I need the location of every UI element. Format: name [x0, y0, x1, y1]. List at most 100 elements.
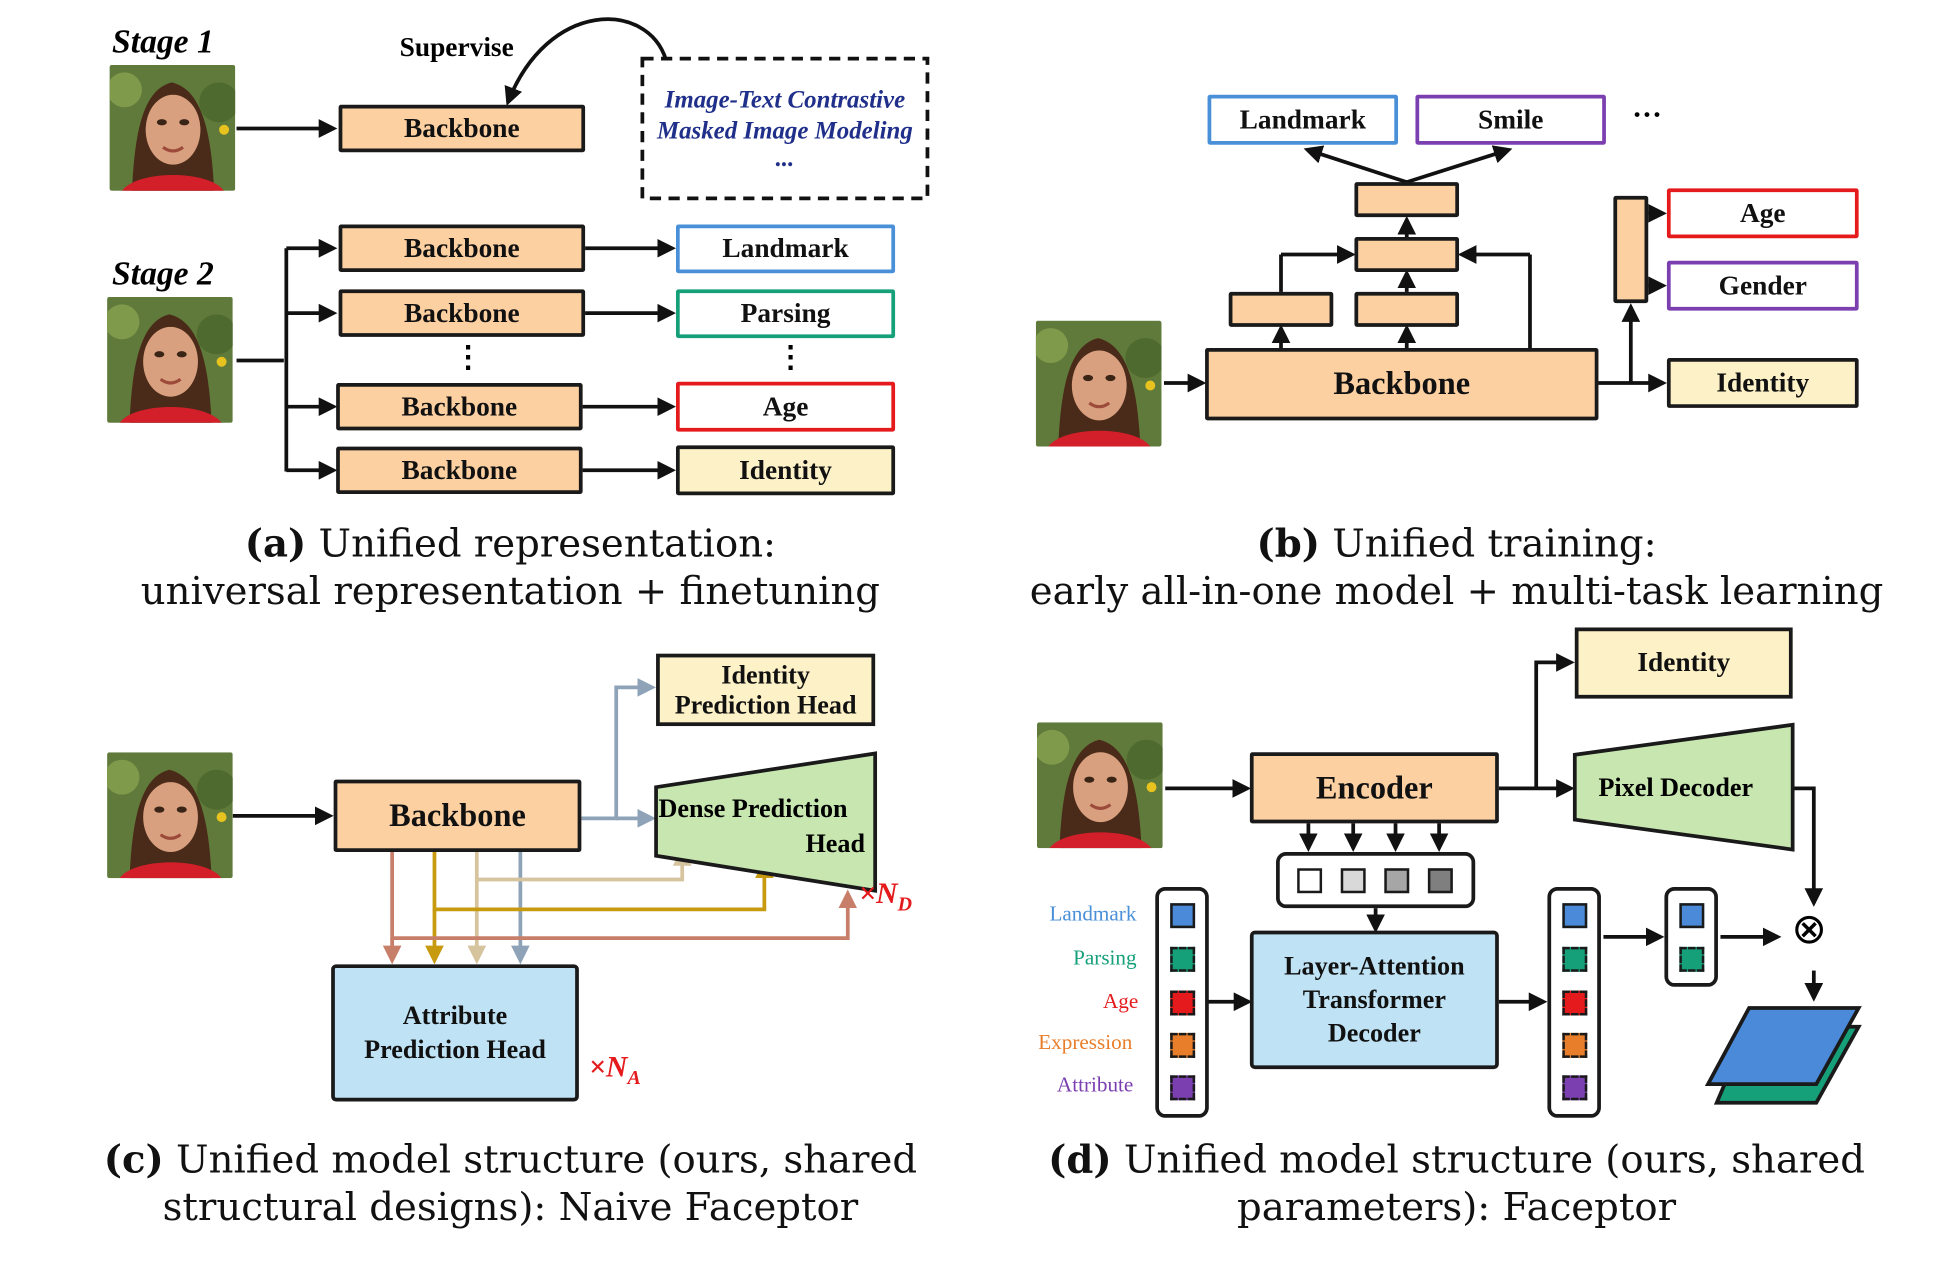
decoder-line2: Transformer — [1302, 984, 1446, 1015]
neck-layer-left — [1228, 291, 1334, 327]
pixel-decoder-label: Pixel Decoder — [1598, 772, 1754, 803]
layer-feature-4 — [1427, 868, 1453, 894]
neck-layer-right — [1354, 291, 1460, 327]
query-token-attribute — [1170, 1075, 1196, 1101]
encoder-box: Encoder — [1249, 752, 1499, 824]
more-tasks-ellipsis: ··· — [1632, 99, 1662, 133]
identity-prediction-head: Identity Prediction Head — [656, 653, 876, 727]
caption-a-line1: Unified representation: — [318, 521, 777, 567]
caption-b: (b) Unified training: early all-in-one m… — [983, 521, 1929, 615]
backbone-age: Backbone — [336, 382, 583, 431]
attribute-head-repeat-label: ×NA — [589, 1052, 641, 1090]
task-parsing-a: Parsing — [675, 289, 896, 339]
output-map-stack — [1704, 1006, 1862, 1105]
dense-token-parsing — [1679, 946, 1705, 972]
identity-output-d: Identity — [1574, 627, 1793, 699]
task-smile-b: Smile — [1415, 94, 1606, 145]
query-label-landmark: Landmark — [1049, 901, 1137, 926]
panel-b-arrows — [1163, 145, 1667, 393]
caption-a: (a) Unified representation: universal re… — [50, 521, 971, 615]
pretrain-dashed-box — [640, 56, 930, 201]
neck-layer-mid — [1354, 237, 1460, 272]
task-landmark-a: Landmark — [675, 224, 896, 274]
dense-query-column — [1664, 886, 1718, 987]
task-gender-b: Gender — [1666, 260, 1859, 311]
task-identity-b: Identity — [1666, 358, 1859, 408]
query-label-attribute: Attribute — [1056, 1072, 1134, 1097]
query-token-age — [1170, 990, 1196, 1016]
face-image-panel-c — [107, 752, 233, 879]
na-sub: A — [627, 1067, 641, 1089]
task-identity-a: Identity — [675, 445, 896, 496]
face-image-stage1 — [109, 64, 236, 191]
caption-c: (c) Unified model structure (ours, share… — [50, 1138, 971, 1232]
attribute-prediction-head: Attribute Prediction Head — [331, 964, 579, 1102]
face-image-stage2 — [107, 296, 233, 423]
layer-feature-1 — [1297, 868, 1323, 894]
matrix-multiply-icon: ⊗ — [1791, 904, 1827, 955]
nd-sub: D — [897, 894, 912, 916]
decoder-line1: Layer-Attention — [1284, 950, 1465, 980]
layer-feature-3 — [1384, 868, 1410, 894]
backbone-landmark: Backbone — [338, 224, 586, 272]
caption-c-line2: structural designs): Naive Faceptor — [162, 1184, 859, 1230]
query-token-parsing — [1170, 946, 1196, 972]
dense-token-landmark — [1679, 903, 1705, 929]
panel-a-arrows — [236, 17, 676, 480]
output-token-parsing — [1562, 946, 1588, 972]
supervise-label: Supervise — [399, 31, 514, 63]
face-image-panel-d — [1037, 722, 1163, 849]
stage2-label: Stage 2 — [112, 254, 214, 292]
output-token-expression — [1562, 1032, 1588, 1058]
backbone-stage1: Backbone — [338, 104, 586, 153]
stage1-label: Stage 1 — [112, 22, 214, 60]
multi-layer-features — [1276, 852, 1476, 909]
pretrain-task-itc: Image-Text Contrastive — [664, 86, 906, 114]
decoder-line3: Decoder — [1327, 1018, 1421, 1049]
output-token-landmark — [1562, 903, 1588, 929]
layer-attention-transformer-decoder: Layer-Attention Transformer Decoder — [1249, 930, 1499, 1070]
backbone-b: Backbone — [1205, 348, 1599, 421]
task-ellipsis: ⋮ — [775, 341, 806, 375]
task-age-a: Age — [675, 381, 896, 432]
neck-layer-top — [1354, 182, 1460, 218]
pretrain-tasks: Image-Text Contrastive Masked Image Mode… — [642, 85, 927, 173]
dense-head-line1: Dense Prediction — [658, 793, 848, 824]
caption-d-tag: (d) — [1048, 1137, 1112, 1183]
backbone-identity: Backbone — [336, 446, 583, 495]
attribute-head-line1: Attribute — [402, 1000, 508, 1031]
output-token-attribute — [1562, 1075, 1588, 1101]
attribute-head-line2: Prediction Head — [364, 1034, 546, 1065]
backbone-c: Backbone — [333, 779, 582, 853]
caption-b-line1: Unified training: — [1332, 521, 1657, 567]
pixel-decoder-shape — [1572, 722, 1795, 852]
output-query-column — [1547, 886, 1601, 1118]
caption-b-line2: early all-in-one model + multi-task lear… — [1029, 568, 1884, 614]
query-token-landmark — [1170, 903, 1196, 929]
panel-d-arrows — [1165, 653, 1824, 1012]
task-landmark-b: Landmark — [1207, 94, 1399, 145]
face-image-panel-b — [1035, 320, 1162, 447]
caption-c-tag: (c) — [103, 1137, 164, 1183]
caption-b-tag: (b) — [1256, 521, 1320, 567]
dense-head-repeat-label: ×ND — [859, 878, 912, 916]
query-label-parsing: Parsing — [1073, 945, 1137, 970]
caption-d-line2: parameters): Faceptor — [1237, 1184, 1677, 1230]
identity-head-line1: Identity — [721, 659, 810, 690]
pretrain-task-mim: Masked Image Modeling — [656, 117, 913, 145]
caption-a-line2: universal representation + finetuning — [140, 568, 881, 614]
caption-d: (d) Unified model structure (ours, share… — [983, 1138, 1929, 1232]
identity-head-line2: Prediction Head — [674, 689, 857, 720]
output-token-age — [1562, 990, 1588, 1016]
pretrain-task-more: ... — [775, 144, 795, 173]
caption-d-line1: Unified model structure (ours, shared — [1123, 1137, 1865, 1183]
caption-c-line1: Unified model structure (ours, shared — [176, 1137, 918, 1183]
query-label-expression: Expression — [1038, 1030, 1133, 1055]
backbone-ellipsis: ⋮ — [453, 341, 484, 375]
na-text: ×N — [588, 1051, 628, 1085]
dense-prediction-head-shape — [654, 751, 878, 893]
layer-feature-2 — [1340, 868, 1366, 894]
dense-head-line2: Head — [805, 828, 866, 859]
